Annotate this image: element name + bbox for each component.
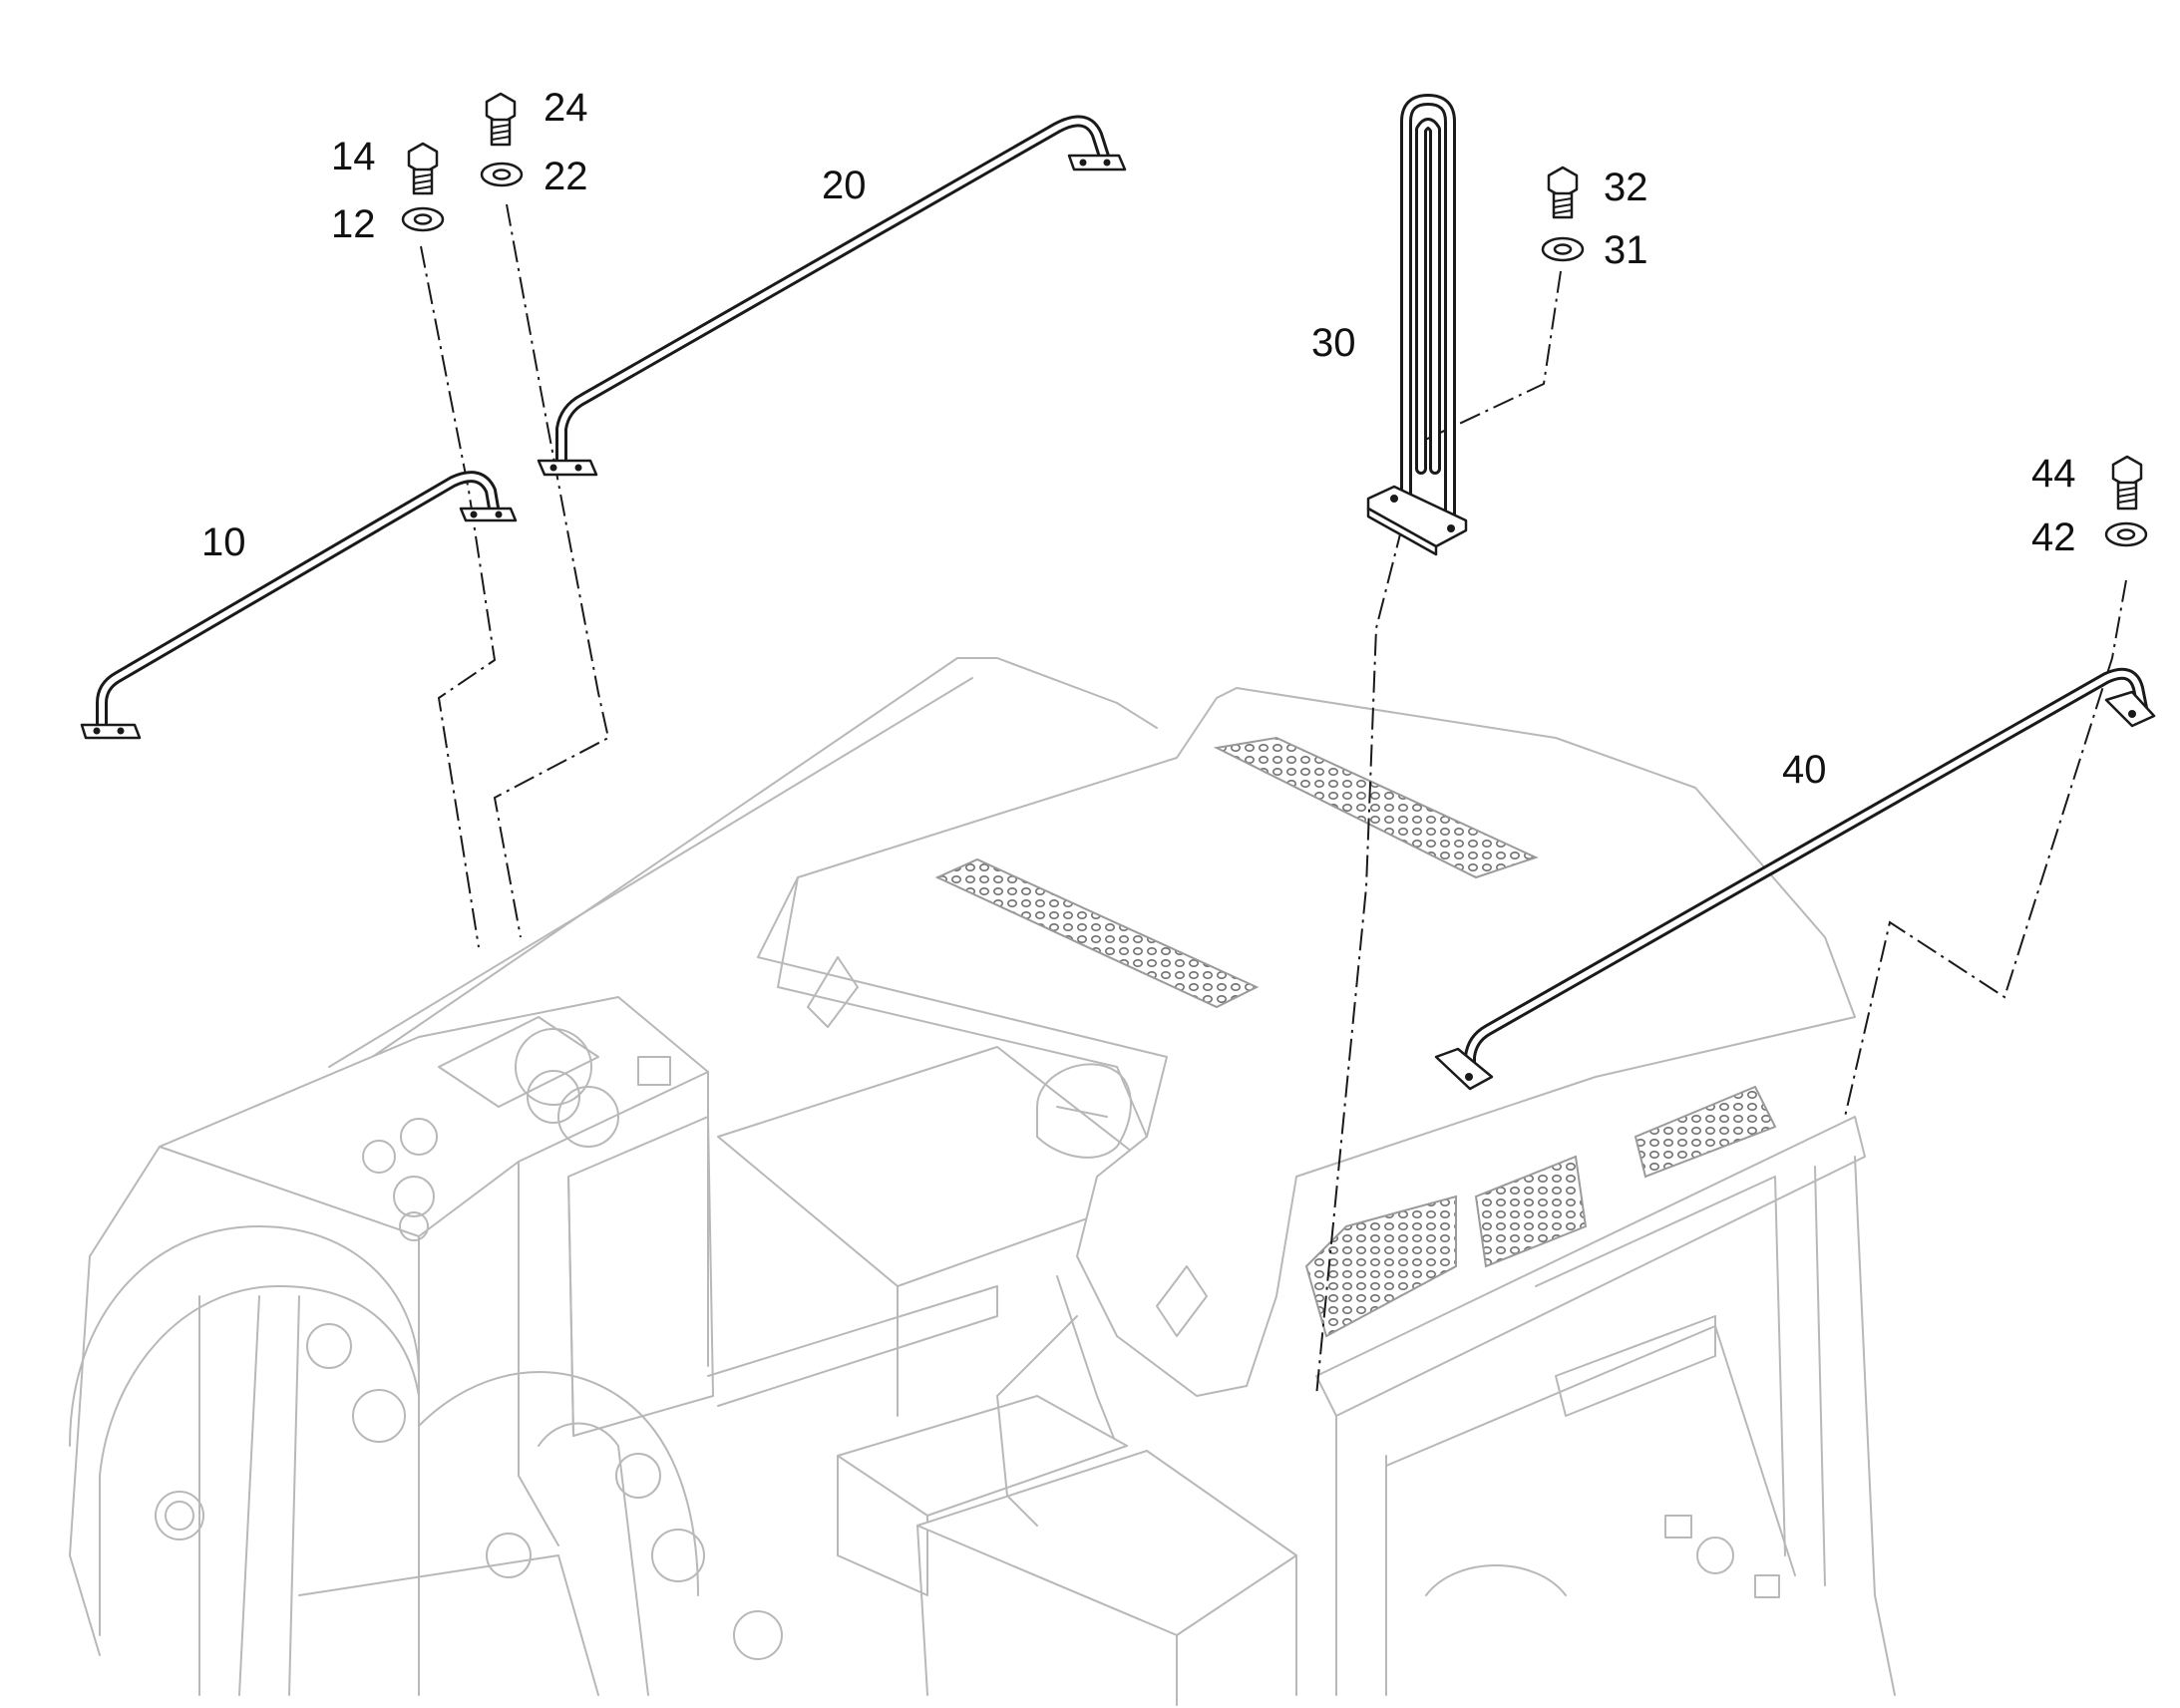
bolt-32: [1547, 166, 1579, 219]
callout-30: 30: [1311, 321, 1356, 365]
washer-31: [1541, 236, 1585, 262]
washer-12: [401, 206, 445, 232]
callout-12: 12: [331, 202, 376, 246]
part-10-handrail: [80, 471, 518, 740]
callout-24: 24: [544, 86, 588, 130]
callout-42: 42: [2031, 515, 2076, 559]
callout-44: 44: [2031, 452, 2076, 496]
machine-frame: [69, 657, 1896, 1706]
callout-14: 14: [331, 135, 376, 178]
callout-20: 20: [822, 164, 867, 207]
washer-22: [480, 162, 524, 187]
callout-31: 31: [1604, 228, 1648, 272]
part-40-handrail: [1434, 667, 2156, 1091]
bolt-14: [407, 142, 439, 195]
assembly-leader-lines: [420, 203, 2127, 1397]
callout-10: 10: [201, 520, 246, 564]
callout-40: 40: [1782, 748, 1827, 792]
callout-22: 22: [544, 155, 588, 198]
callout-32: 32: [1604, 166, 1648, 209]
washer-42: [2104, 521, 2148, 547]
part-20-handrail: [537, 115, 1127, 477]
part-30-grab-handle: [1366, 94, 1468, 556]
bolt-24: [485, 92, 517, 147]
bolt-44: [2111, 455, 2143, 511]
